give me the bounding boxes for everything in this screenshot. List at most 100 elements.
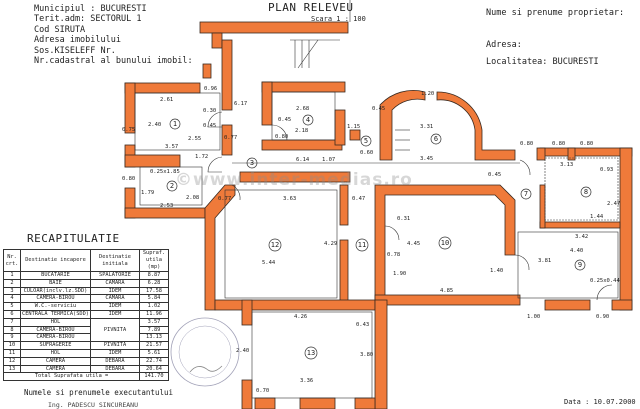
- dimension-label: 0.80: [275, 134, 288, 140]
- row-initial: IDEM: [89, 302, 141, 311]
- dimension-label: 5.44: [262, 260, 276, 266]
- dimension-label: 3.42: [575, 234, 588, 240]
- room-6: 6: [430, 133, 442, 145]
- total-label: Total Suprafata utila =: [3, 372, 140, 382]
- row-number: 4: [3, 294, 21, 304]
- dimension-label: 0.47: [352, 196, 365, 202]
- row-number: 8: [3, 325, 21, 335]
- dimension-label: 0.70: [256, 388, 269, 394]
- dimension-label: 0.77: [218, 196, 231, 202]
- watermark: ©www.inter-medias.ro: [175, 170, 413, 190]
- room-number: 12: [271, 241, 279, 249]
- row-destination: HOL: [20, 348, 91, 358]
- dimension-label: 0.78: [387, 252, 400, 258]
- row-area: 13.13: [139, 333, 169, 343]
- dimension-label: 0.96: [204, 86, 217, 92]
- row-area: 8.87: [139, 271, 169, 280]
- row-number: 13: [3, 364, 21, 374]
- room-8: 8: [580, 186, 592, 198]
- room-labels: 1 2 3 4 5 6 7 8 9 10 11 12 13: [166, 114, 592, 360]
- dimension-label: 1.20: [421, 91, 434, 97]
- row-initial: PIVNITA: [89, 341, 141, 350]
- address-label: Adresa imobilului: [34, 35, 121, 46]
- room-number: 4: [306, 116, 310, 124]
- room-2: 2: [166, 180, 178, 192]
- dimension-label: 2.47: [607, 201, 620, 207]
- recap-total-row: Total Suprafata utila =141.70: [3, 372, 169, 382]
- room-number: 3: [250, 159, 254, 167]
- row-area: 20.64: [139, 364, 169, 374]
- dimension-label: 0.80: [520, 141, 533, 147]
- dimension-label: 0.60: [360, 150, 373, 156]
- dimension-label: 0.30: [203, 108, 216, 114]
- row-destination: W.C.-serviciu: [20, 302, 91, 311]
- row-initial: CAMARA: [89, 294, 141, 304]
- date: Data : 10.07.2000: [564, 398, 636, 406]
- row-destination: CAMERA-BIROU: [20, 333, 91, 343]
- interior-lines: [134, 91, 619, 399]
- dimension-label: 3.63: [283, 196, 296, 202]
- col-destination: Destinatie incapere: [20, 249, 91, 272]
- room-11: 11: [355, 238, 369, 252]
- room-1: 1: [169, 118, 181, 130]
- col-initial: Destinatie initiala: [89, 249, 141, 272]
- row-destination: HOL: [20, 317, 91, 327]
- room-number: 6: [434, 135, 438, 143]
- dimension-label: 2.18: [295, 128, 308, 134]
- dimension-label: 4.85: [440, 288, 453, 294]
- room-13: 13: [304, 346, 318, 360]
- plan-title: PLAN RELEVEU: [268, 1, 354, 14]
- dimension-label: 2.61: [160, 97, 173, 103]
- row-destination: CAMERA: [20, 356, 91, 366]
- dimension-label: 3.80: [360, 352, 373, 358]
- dimension-label: 0.75: [122, 127, 135, 133]
- row-number: 12: [3, 356, 21, 366]
- row-number: 5: [3, 302, 21, 311]
- street: Sos.KISELEFF Nr.: [34, 45, 116, 56]
- address-label-right: Adresa:: [486, 40, 522, 51]
- dimension-label: 4.40: [570, 248, 583, 254]
- row-number: 11: [3, 348, 21, 358]
- row-initial: SPALATORIE: [89, 271, 141, 280]
- property-info: Municipiul : BUCURESTI Terit.adm: SECTOR…: [34, 4, 193, 66]
- row-area: 21.57: [139, 341, 169, 350]
- dimension-label: 2.55: [188, 136, 201, 142]
- recap-table: Nr. crt. Destinatie incapere Destinatie …: [3, 249, 169, 382]
- dimension-label: 3.45: [420, 156, 433, 162]
- room-10: 10: [438, 236, 452, 250]
- room-number: 9: [578, 261, 582, 269]
- row-number: 2: [3, 278, 21, 288]
- dimension-label: 1.15: [347, 124, 360, 130]
- walls: [124, 21, 633, 409]
- row-number: 6: [3, 309, 21, 319]
- dimension-label: 2.40: [236, 348, 249, 354]
- dimension-label: 0.43: [356, 322, 369, 328]
- row-destination: CAMERA-BIROU: [20, 325, 91, 335]
- room-4: 4: [302, 114, 314, 126]
- dimension-label: 2.08: [186, 195, 199, 201]
- row-area: 3.57: [139, 317, 169, 327]
- row-destination: CAMERA: [20, 364, 91, 374]
- row-area: 1.02: [139, 302, 169, 311]
- dimension-label: 1.07: [322, 157, 335, 163]
- row-destination: SUFRAGERIE: [20, 341, 91, 350]
- row-area: 5.61: [139, 348, 169, 358]
- dimension-label: 0.45: [203, 123, 216, 129]
- row-initial: IDEM: [89, 286, 141, 296]
- row-area: 7.89: [139, 325, 169, 335]
- dimension-label: 0.93: [600, 167, 613, 173]
- municipality: Municipiul : BUCURESTI: [34, 4, 147, 14]
- dimension-label: 0.25x1.85: [150, 169, 180, 175]
- dimension-label: 1.79: [141, 190, 154, 196]
- dimension-label: 2.40: [148, 122, 161, 128]
- row-initial: DEBARA: [89, 364, 141, 374]
- dimension-labels: 2.61 0.96 2.40 0.75 0.30 2.55 0.45 0.77 …: [122, 86, 620, 394]
- dimension-label: 3.31: [420, 124, 433, 130]
